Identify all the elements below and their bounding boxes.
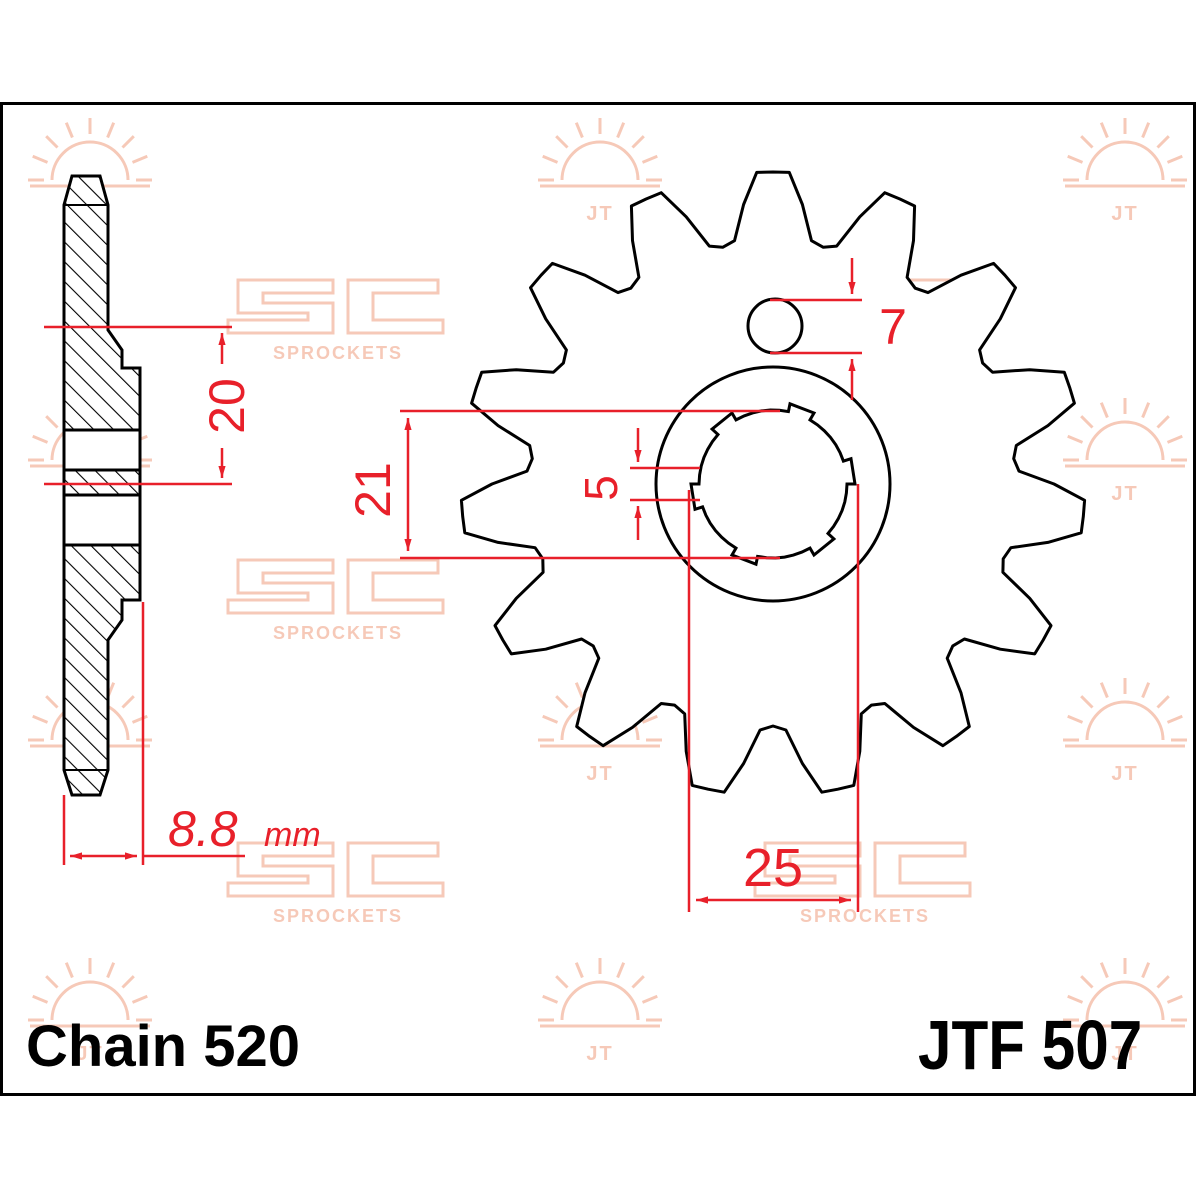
watermark-seal	[538, 118, 662, 188]
watermark-seal-text: JT	[1111, 1043, 1138, 1065]
dimension-spline-diameter: 25	[743, 838, 803, 898]
watermark-seal-text: JT	[1111, 483, 1138, 505]
watermark-logo-text: SPROCKETS	[273, 343, 403, 363]
dimension-bore-length: 21	[345, 462, 401, 518]
watermark-logo	[753, 841, 972, 898]
watermark-seal-text: JT	[586, 1043, 613, 1065]
watermark-seal	[28, 958, 152, 1028]
watermark-logo	[226, 558, 445, 615]
watermark-logo-text: SPROCKETS	[273, 906, 403, 926]
watermark-seal-text: JT	[1111, 203, 1138, 225]
watermark-seal-text: JT	[586, 763, 613, 785]
dimension-thickness: 8.8	[168, 801, 238, 857]
spline-bore	[689, 401, 857, 567]
dimension-hub-length: 20	[199, 378, 255, 434]
part-number-label: JTF 507	[918, 1006, 1143, 1084]
bolt-hole	[746, 297, 804, 355]
watermark-seal-text: JT	[1111, 763, 1138, 785]
dimension-bolt-hole: 7	[879, 299, 907, 355]
watermark-logo-text: SPROCKETS	[800, 906, 930, 926]
dimension-spline-width: 5	[575, 475, 627, 501]
sprocket-front-view	[459, 170, 1087, 794]
watermark-seal	[1063, 118, 1187, 188]
watermark-seal-text: JT	[586, 203, 613, 225]
watermark-seal	[1063, 958, 1187, 1028]
watermark-logo	[226, 278, 445, 335]
watermark-seal-text: JT	[76, 1043, 103, 1065]
chain-label: Chain 520	[26, 1014, 300, 1079]
watermark-seal	[1063, 398, 1187, 468]
watermark-logo	[226, 841, 445, 898]
sprocket-side-view	[62, 174, 142, 797]
watermark-logo-text: SPROCKETS	[273, 623, 403, 643]
watermark-seal	[1063, 678, 1187, 748]
dimension-thickness-unit: mm	[264, 816, 321, 854]
dimension-lines	[44, 258, 862, 912]
watermark-seal	[538, 958, 662, 1028]
